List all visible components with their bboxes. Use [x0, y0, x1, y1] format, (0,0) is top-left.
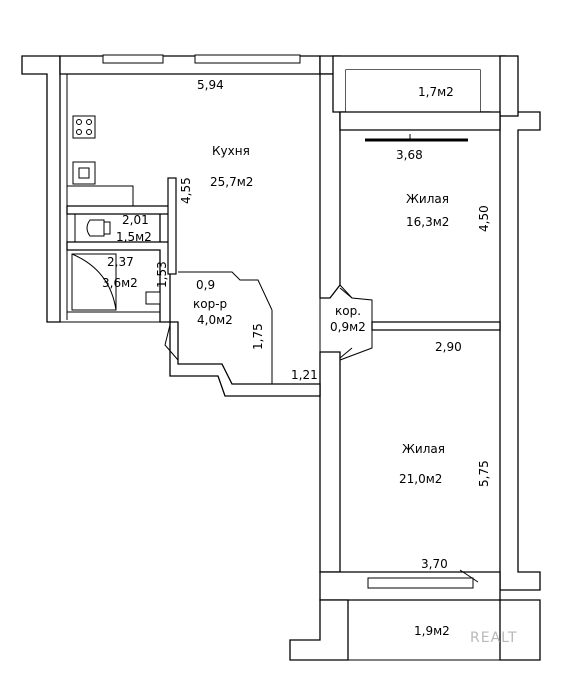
bedroom2-width: 2,90: [435, 340, 462, 354]
bedroom1-top-wall: [339, 111, 501, 131]
balcony-bottom-walls: [289, 599, 349, 661]
burner-2: [86, 119, 92, 125]
bathtub-icon: [71, 253, 117, 311]
hall-bottom-wall: [169, 321, 321, 397]
bathroom-walls: [66, 205, 171, 323]
watermark-logo: REALT: [470, 630, 518, 646]
bedroom2-arrow: [459, 569, 479, 583]
left-outer-wall: [21, 55, 61, 323]
toilet-width: 2,01: [122, 213, 149, 227]
right-wall-upper: [499, 55, 519, 117]
burner-3: [76, 129, 82, 135]
kitchen-area: 25,7м2: [210, 175, 253, 189]
corridor-door-top: [339, 287, 353, 299]
bedroom1-width: 3,68: [396, 148, 423, 162]
bedroom2-window: [367, 577, 474, 589]
hall-door-width: 0,9: [196, 278, 215, 292]
bedroom2-depth: 5,75: [477, 460, 491, 487]
hall-wall-right: [178, 271, 273, 311]
kitchen-counter: [66, 185, 134, 207]
bedrooms-divider-wall: [371, 321, 501, 331]
balcony-bottom-right: [499, 599, 541, 661]
toilet-area: 1,5м2: [116, 230, 152, 244]
kitchen-partition: [167, 177, 177, 275]
kitchen-width: 5,94: [197, 78, 224, 92]
bedroom2-left-wall: [319, 351, 341, 573]
sink-icon: [145, 291, 161, 305]
toilet-bowl-icon: [86, 219, 105, 237]
burner-1: [76, 119, 82, 125]
bedroom1-area: 16,3м2: [406, 215, 449, 229]
bathtub-curve: [71, 253, 117, 311]
kitchen-sink-bowl: [78, 167, 90, 179]
toilet-tank-icon: [103, 221, 111, 235]
bedroom1-depth: 4,50: [477, 205, 491, 232]
kitchen-window-2: [194, 54, 301, 64]
hall-bottom-width: 1,21: [291, 368, 318, 382]
kitchen-window-1: [102, 54, 164, 64]
bedroom2-area: 21,0м2: [399, 472, 442, 486]
corridor-name: кор.: [335, 304, 361, 318]
balcony-bottom-area: 1,9м2: [414, 624, 450, 638]
bedroom1-name: Жилая: [406, 192, 449, 206]
bedroom2-bottom-width: 3,70: [421, 557, 448, 571]
balcony-top-area: 1,7м2: [418, 85, 454, 99]
hall-angle: [164, 324, 179, 361]
bathroom-depth: 1,53: [155, 261, 169, 288]
right-outer-wall: [499, 111, 541, 591]
corridor-door-bottom: [339, 347, 353, 359]
bathroom-width: 2,37: [107, 255, 134, 269]
kitchen-depth: 4,55: [179, 177, 193, 204]
bathroom-area: 3,6м2: [102, 276, 138, 290]
stove-icon: [72, 115, 96, 139]
hall-name: кор-р: [193, 297, 227, 311]
balcony-top-inner: [346, 70, 480, 112]
corridor-area: 0,9м2: [330, 320, 366, 334]
burner-4: [86, 129, 92, 135]
kitchen-name: Кухня: [212, 144, 250, 158]
hall-depth: 1,75: [251, 323, 265, 350]
hall-area: 4,0м2: [197, 313, 233, 327]
bedroom2-name: Жилая: [402, 442, 445, 456]
